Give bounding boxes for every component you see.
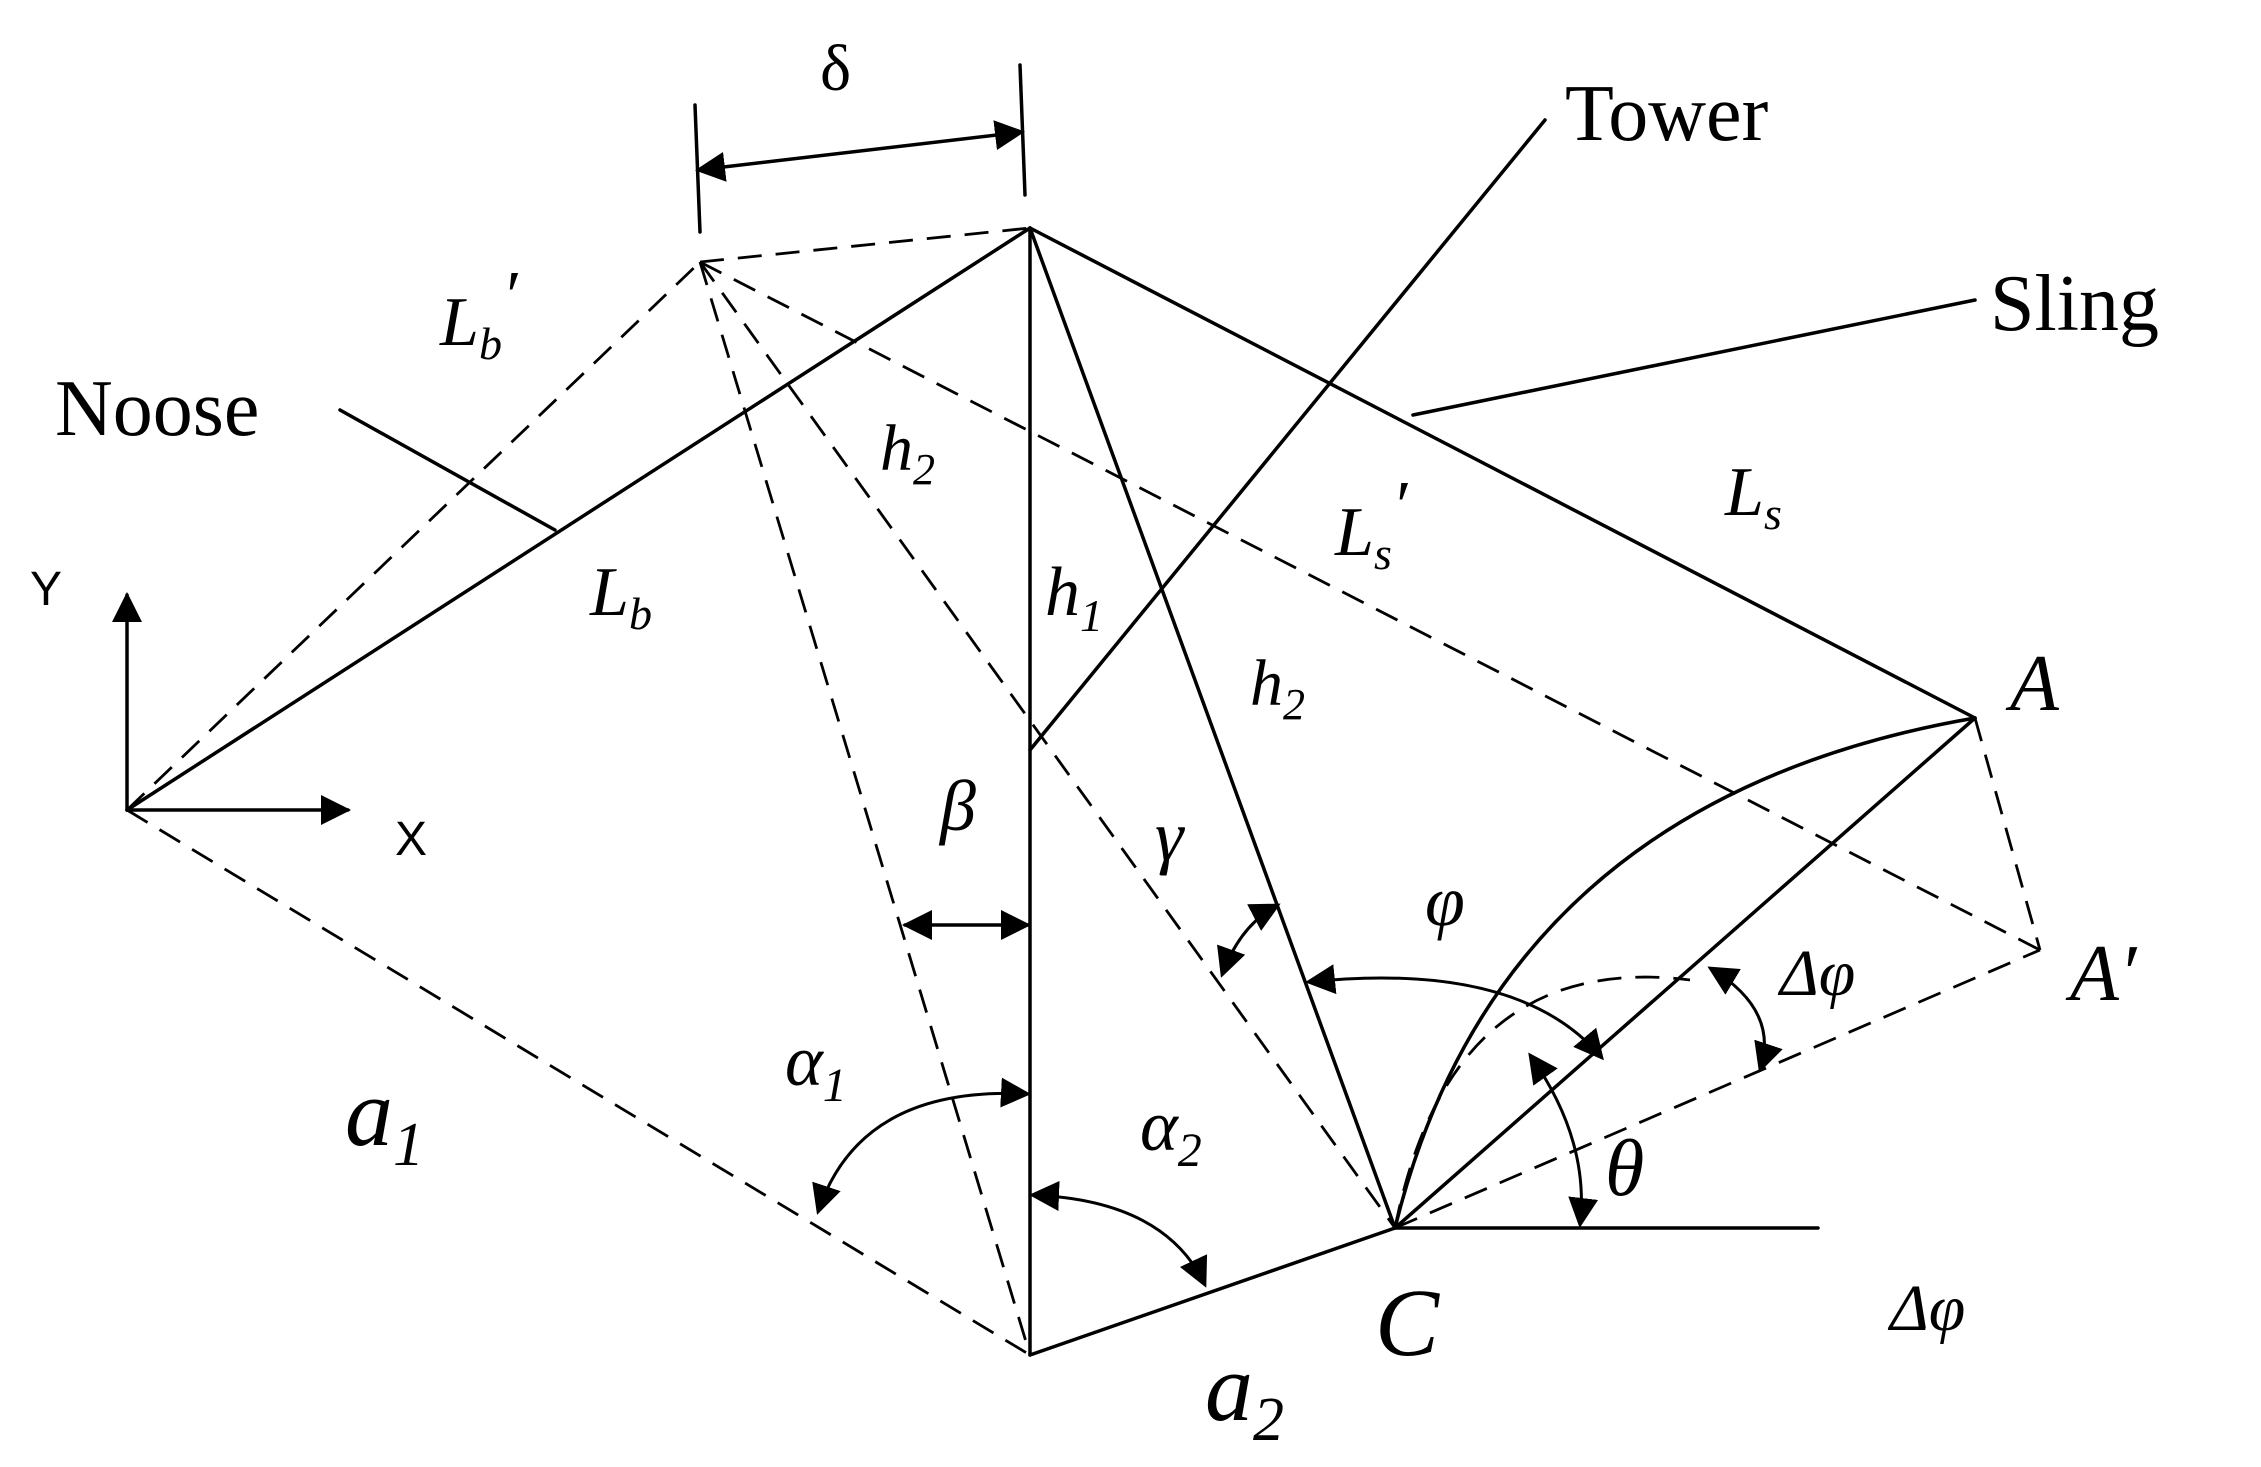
chord-line-ca xyxy=(1393,716,1977,1230)
sling-leader-line xyxy=(1411,298,1977,417)
coordinate-axes: Y X xyxy=(30,563,427,866)
base-line-a2 xyxy=(1028,1226,1397,1357)
delta-dimension-arrow xyxy=(695,120,1025,182)
gamma-label: γ xyxy=(1155,796,1185,876)
lb-prime-label: Lb′ xyxy=(439,258,519,369)
delta-phi-arc xyxy=(1707,966,1783,1073)
gamma-arc xyxy=(1217,903,1281,978)
solid-structure xyxy=(125,118,1977,1357)
delta-label: δ xyxy=(820,32,851,105)
dashed-construction xyxy=(126,226,2042,1357)
h2-upper-label: h2 xyxy=(880,412,935,494)
tower-label: Tower xyxy=(1565,70,1768,158)
h1-label: h1 xyxy=(1045,554,1103,641)
lb-label: Lb xyxy=(589,554,652,639)
boom-line-lb xyxy=(125,226,1032,812)
delta-ext-right xyxy=(1018,63,1027,197)
ls-prime-label: Ls′ xyxy=(1334,468,1409,579)
dimension-arrows xyxy=(693,63,1031,940)
arm-line-to-c xyxy=(1028,226,1397,1230)
beta-label: β xyxy=(938,766,976,846)
point-c-label: C xyxy=(1375,1269,1440,1376)
phi-label: φ xyxy=(1425,861,1465,941)
theta-arc xyxy=(1528,1052,1599,1228)
phi-arc xyxy=(1305,964,1604,1061)
h2-middle-label: h2 xyxy=(1250,647,1305,729)
sling-line-ls xyxy=(1028,226,1977,720)
point-a-prime-label: A′ xyxy=(2065,930,2138,1018)
dashed-a-to-a-prime xyxy=(1973,717,2042,951)
dashed-top-link xyxy=(699,226,1031,264)
dashed-sling-ls-prime xyxy=(699,260,2041,952)
dashed-a1-line xyxy=(126,808,1031,1357)
tower-leader-line xyxy=(1028,118,1547,752)
dashed-c-to-a-prime xyxy=(1394,948,2041,1230)
point-a-label: A xyxy=(2005,640,2060,728)
dashed-h2-line xyxy=(698,261,1397,1229)
theta-label: θ xyxy=(1605,1125,1644,1213)
alpha1-label: α1 xyxy=(785,1021,847,1112)
alpha1-arc xyxy=(812,1077,1031,1215)
noose-label: Noose xyxy=(55,365,259,453)
dashed-boom-lb-prime xyxy=(126,260,701,812)
delta-phi-upper-label: Δφ xyxy=(1777,937,1855,1010)
angle-arcs xyxy=(812,903,1783,1288)
labels: δ Tower Sling Noose Lb′ Lb h2 h1 h2 Ls′ … xyxy=(55,32,2159,1454)
delta-phi-lower-label: Δφ xyxy=(1887,1272,1965,1345)
dashed-to-base xyxy=(698,261,1032,1356)
a1-label: a1 xyxy=(345,1059,424,1179)
y-axis-label: Y xyxy=(30,563,62,616)
sling-label: Sling xyxy=(1990,260,2159,348)
a2-label: a2 xyxy=(1205,1334,1284,1454)
ls-label: Ls xyxy=(1724,454,1782,539)
alpha2-label: α2 xyxy=(1140,1086,1202,1177)
alpha2-arc xyxy=(1029,1181,1208,1288)
noose-leader-line xyxy=(338,408,557,532)
x-axis-label: X xyxy=(395,813,427,866)
